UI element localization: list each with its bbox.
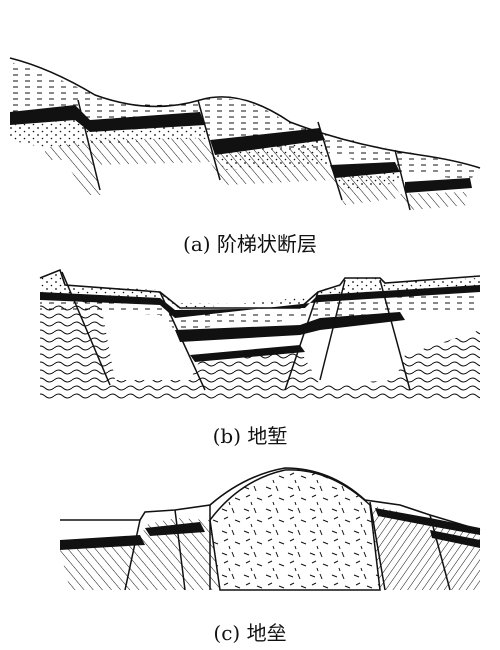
caption-graben: (b) 地堑 xyxy=(212,424,288,448)
caption-horst: (c) 地垒 xyxy=(213,621,287,645)
ground-surface-line xyxy=(60,467,481,531)
diagram-horst xyxy=(60,467,481,591)
diagram-graben xyxy=(39,268,481,400)
fault-lines xyxy=(77,99,411,211)
fault-lines xyxy=(124,501,451,591)
caption-step-faults: (a) 阶梯状断层 xyxy=(183,232,317,256)
ground-surface-line xyxy=(39,268,481,309)
fault-lines xyxy=(61,271,411,391)
diagram-step-faults xyxy=(9,57,481,211)
ground-surface-line xyxy=(9,57,481,169)
